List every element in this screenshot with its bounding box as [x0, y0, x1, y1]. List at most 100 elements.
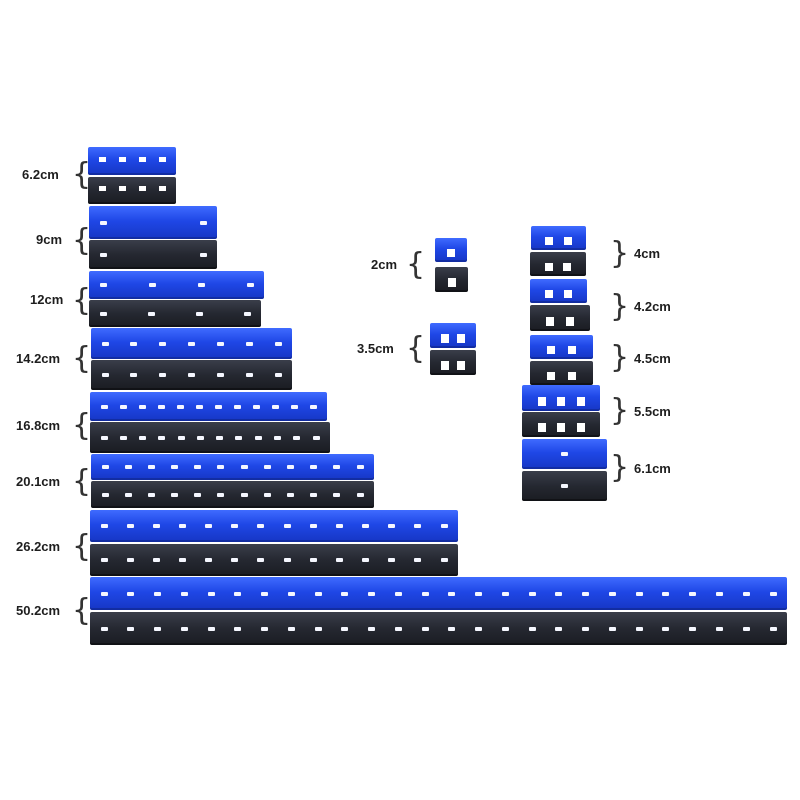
blade-hole — [421, 626, 429, 631]
blade-hole — [196, 435, 204, 440]
brace-icon: { — [406, 331, 426, 366]
blade-hole — [582, 591, 590, 596]
blade-hole — [199, 220, 207, 225]
blade-tab-cutout — [547, 371, 555, 381]
size-label-14-2cm: 14.2cm — [16, 351, 61, 366]
blade-hole — [127, 626, 135, 631]
blade-tab-cutout — [546, 316, 554, 326]
wiper-blade-blue-small — [430, 323, 476, 348]
blade-hole — [448, 626, 456, 631]
blade-tab-cutout — [537, 396, 546, 406]
wiper-blade-black — [89, 300, 261, 327]
blade-tab-cutout — [576, 396, 585, 406]
size-label-4-5cm: 4.5cm — [634, 351, 671, 366]
blade-hole — [234, 626, 242, 631]
blade-hole — [608, 626, 616, 631]
blade-hole — [635, 626, 643, 631]
size-label-12cm: 12cm — [30, 292, 64, 307]
blade-hole — [388, 524, 396, 528]
wiper-blade-black-small — [530, 305, 590, 331]
blade-hole — [314, 626, 322, 631]
wiper-blade-black-small — [430, 350, 476, 375]
size-label-6-1cm: 6.1cm — [634, 461, 671, 476]
blade-hole — [188, 373, 195, 377]
blade-tab-cutout — [563, 262, 572, 272]
blade-hole — [100, 524, 108, 528]
blade-hole — [414, 524, 422, 528]
wiper-blade-black — [91, 360, 292, 390]
blade-hole — [158, 435, 166, 440]
size-label-5-5cm: 5.5cm — [634, 404, 671, 419]
blade-hole — [99, 252, 107, 257]
blade-hole — [261, 626, 269, 631]
blade-hole — [217, 465, 225, 469]
size-label-4cm: 4cm — [634, 246, 661, 261]
blade-hole — [608, 591, 616, 596]
blade-hole — [528, 626, 536, 631]
blade-hole — [100, 626, 108, 631]
wiper-blade-black — [88, 177, 176, 204]
brace-icon: } — [610, 236, 630, 271]
brace-icon: { — [72, 593, 92, 628]
blade-hole — [287, 626, 295, 631]
blade-hole — [240, 492, 248, 497]
blade-hole — [271, 404, 279, 409]
blade-hole — [388, 558, 396, 562]
blade-hole — [235, 435, 243, 440]
blade-hole — [154, 591, 162, 596]
blade-hole — [273, 435, 281, 440]
wiper-blade-black-small — [522, 471, 607, 501]
blade-hole — [528, 591, 536, 596]
blade-hole — [127, 591, 135, 596]
blade-hole — [394, 591, 402, 596]
blade-notch — [98, 186, 106, 192]
blade-hole — [195, 311, 203, 316]
blade-hole — [309, 404, 317, 409]
blade-hole — [769, 591, 777, 596]
blade-hole — [180, 626, 188, 631]
blade-hole — [207, 626, 215, 631]
blade-hole — [414, 558, 422, 562]
blade-hole — [257, 558, 265, 562]
blade-hole — [335, 524, 343, 528]
blade-hole — [662, 626, 670, 631]
blade-hole — [178, 524, 186, 528]
wiper-blade-blue — [90, 510, 458, 542]
blade-tab-cutout — [456, 361, 465, 370]
blade-hole — [119, 435, 127, 440]
blade-hole — [263, 465, 271, 469]
blade-tab-cutout — [456, 334, 465, 343]
blade-hole — [147, 311, 155, 316]
blade-hole — [100, 404, 108, 409]
blade-tab-cutout — [447, 248, 455, 258]
blade-hole — [283, 524, 291, 528]
blade-hole — [254, 435, 262, 440]
blade-hole — [217, 492, 225, 497]
wiper-blade-blue-small — [530, 279, 587, 303]
brace-icon: { — [72, 283, 92, 318]
blade-hole — [290, 404, 298, 409]
wiper-blade-blue — [89, 206, 217, 239]
blade-hole — [171, 492, 179, 497]
brace-icon: { — [72, 157, 92, 192]
blade-tab-cutout — [545, 236, 554, 246]
blade-hole — [180, 591, 188, 596]
brace-icon: { — [72, 223, 92, 258]
blade-tab-cutout — [557, 423, 565, 432]
wiper-blade-black — [91, 481, 374, 508]
blade-hole — [245, 341, 253, 346]
blade-hole — [335, 558, 343, 562]
wiper-blade-blue-small — [531, 226, 586, 250]
blade-hole — [178, 558, 186, 562]
blade-hole — [742, 591, 750, 596]
wiper-blade-blue — [88, 147, 176, 175]
blade-hole — [194, 465, 202, 469]
brace-icon: } — [610, 393, 630, 428]
size-label-20-1cm: 20.1cm — [16, 474, 61, 489]
blade-notch — [158, 156, 166, 162]
blade-hole — [333, 492, 341, 497]
wiper-blade-blue — [91, 454, 374, 480]
blade-hole — [124, 465, 132, 469]
blade-hole — [207, 591, 215, 596]
blade-tab-cutout — [544, 262, 553, 272]
